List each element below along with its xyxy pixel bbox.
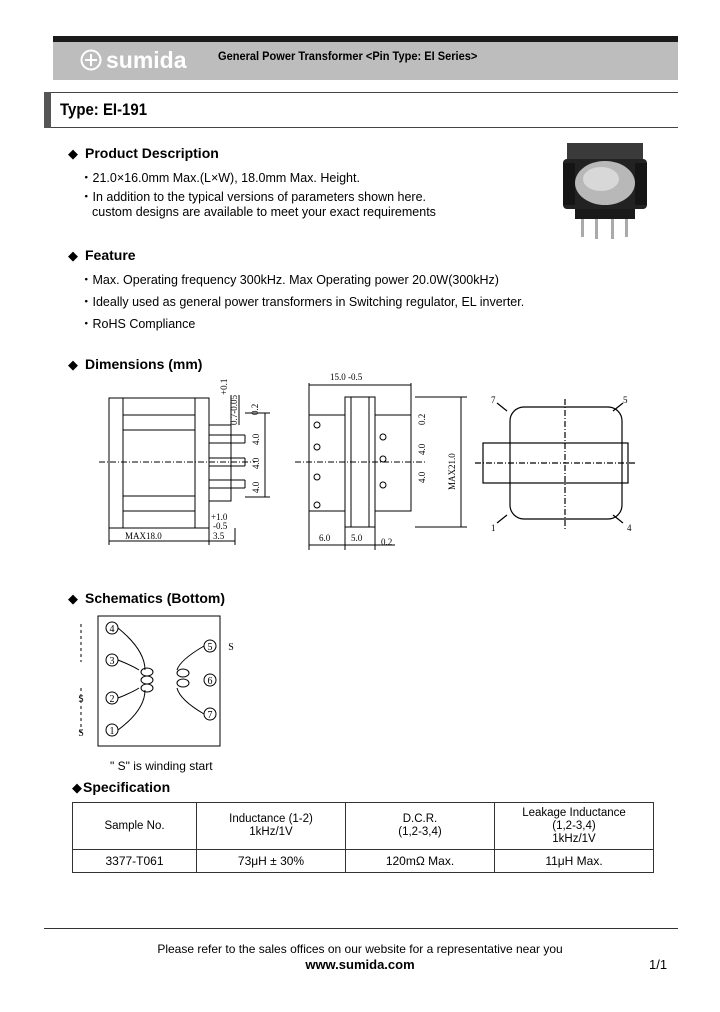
column-header: Inductance (1-2) 1kHz/1V bbox=[196, 802, 346, 850]
type-rule-top bbox=[44, 92, 678, 93]
table-row: 3377-T061 73μH ± 30% 120mΩ Max. 11μH Max… bbox=[72, 849, 654, 873]
table-header-row: Sample No. Inductance (1-2) 1kHz/1V D.C.… bbox=[72, 802, 654, 850]
side-view bbox=[295, 383, 467, 550]
sumida-logo-icon bbox=[80, 49, 102, 71]
schematic-pin-label: 6 bbox=[208, 676, 213, 687]
table-cell: 120mΩ Max. bbox=[345, 849, 495, 873]
header-bar bbox=[53, 36, 678, 80]
type-rule-bottom bbox=[44, 127, 678, 128]
footer-website-link[interactable]: www.sumida.com bbox=[305, 957, 415, 972]
column-header: Leakage Inductance (1,2-3,4) 1kHz/1V bbox=[494, 802, 654, 850]
table-cell: 3377-T061 bbox=[72, 849, 197, 873]
dim-label: 3.5 bbox=[213, 531, 225, 541]
dim-label: 5.0 bbox=[351, 533, 363, 543]
specification-heading-text: Specification bbox=[83, 779, 171, 795]
winding-start-note: " S" is winding start bbox=[110, 759, 213, 773]
column-header: Sample No. bbox=[72, 802, 197, 850]
brand-logo: sumida bbox=[80, 46, 187, 74]
pin-label: 4 bbox=[627, 523, 632, 533]
product-photo bbox=[563, 143, 647, 239]
dim-label: 0.2 bbox=[250, 404, 260, 415]
dim-label: 4.0 bbox=[251, 481, 261, 493]
dim-label: MAX18.0 bbox=[125, 531, 162, 541]
dim-label: 4.0 bbox=[417, 443, 427, 455]
feature-line: ・Max. Operating frequency 300kHz. Max Op… bbox=[80, 273, 499, 287]
dim-label: +1.0 bbox=[211, 512, 228, 522]
dim-label: 6.0 bbox=[319, 533, 331, 543]
column-header: D.C.R. (1,2-3,4) bbox=[345, 802, 495, 850]
product-description-heading-text: Product Description bbox=[85, 145, 219, 161]
feature-line: ・RoHS Compliance bbox=[80, 317, 196, 331]
table-cell: 73μH ± 30% bbox=[196, 849, 346, 873]
schematic-pin-label: 1 bbox=[110, 726, 115, 737]
dim-label: -0.5 bbox=[213, 521, 228, 531]
diamond-bullet-icon: ◆ bbox=[68, 146, 78, 161]
bottom-view bbox=[475, 399, 635, 529]
product-description-heading: ◆ Product Description bbox=[68, 145, 219, 162]
feature-heading-text: Feature bbox=[85, 247, 136, 263]
description-line: ・In addition to the typical versions of … bbox=[80, 190, 427, 204]
diamond-bullet-icon: ◆ bbox=[68, 591, 78, 606]
header-title: General Power Transformer <Pin Type: EI … bbox=[218, 49, 478, 63]
schematic-pin-label: 4 bbox=[110, 624, 115, 635]
dimensions-heading-text: Dimensions (mm) bbox=[85, 356, 203, 372]
diamond-bullet-icon: ◆ bbox=[68, 248, 78, 263]
dim-label: 4.0 bbox=[417, 471, 427, 483]
dimensions-drawing: MAX18.0 3.5 +1.0 -0.5 +0.1 0.7-0.05 0.2 … bbox=[99, 372, 635, 550]
dim-label: 4.0 bbox=[251, 457, 261, 469]
front-view bbox=[99, 395, 270, 545]
type-accent bbox=[44, 92, 51, 128]
dim-label: MAX21.0 bbox=[447, 453, 457, 490]
page-title: Type: EI-191 bbox=[60, 100, 148, 119]
dim-label: 15.0 -0.5 bbox=[330, 372, 363, 382]
schematic-drawing: 4 3 2 1 5 6 7 S S S bbox=[78, 615, 234, 747]
schematics-heading: ◆ Schematics (Bottom) bbox=[68, 590, 225, 607]
brand-name: sumida bbox=[106, 47, 187, 73]
dim-label: 0.7-0.05 bbox=[229, 395, 239, 425]
dim-label: 0.2 bbox=[381, 537, 392, 547]
pin-label: 5 bbox=[623, 395, 628, 405]
schematics-heading-text: Schematics (Bottom) bbox=[85, 590, 226, 606]
schematic-pin-label: 2 bbox=[110, 694, 115, 705]
pin-label: 7 bbox=[491, 395, 496, 405]
pin-label: 1 bbox=[491, 523, 496, 533]
dimensions-heading: ◆ Dimensions (mm) bbox=[68, 356, 202, 373]
specification-heading: ◆Specification bbox=[72, 779, 170, 796]
schematic-pin-label: 7 bbox=[208, 710, 213, 721]
table-cell: 11μH Max. bbox=[494, 849, 654, 873]
dim-label: 0.2 bbox=[417, 414, 427, 425]
schematic-pin-label: 3 bbox=[110, 656, 115, 667]
page-number: 1/1 bbox=[649, 957, 668, 972]
winding-start-label: S bbox=[78, 728, 84, 739]
description-line: ・21.0×16.0mm Max.(L×W), 18.0mm Max. Heig… bbox=[80, 171, 360, 185]
feature-heading: ◆ Feature bbox=[68, 247, 136, 264]
dim-label: 4.0 bbox=[251, 433, 261, 445]
footer-note: Please refer to the sales offices on our… bbox=[157, 942, 563, 956]
feature-line: ・Ideally used as general power transform… bbox=[80, 295, 525, 309]
footer-rule bbox=[44, 928, 678, 929]
winding-start-label: S bbox=[228, 642, 234, 653]
description-line: custom designs are available to meet you… bbox=[92, 205, 436, 219]
schematic-pin-label: 5 bbox=[208, 642, 213, 653]
specification-table: Sample No. Inductance (1-2) 1kHz/1V D.C.… bbox=[72, 802, 654, 873]
diamond-bullet-icon: ◆ bbox=[68, 357, 78, 372]
winding-start-label: S bbox=[78, 694, 84, 705]
diamond-bullet-icon: ◆ bbox=[72, 780, 82, 795]
dim-label: +0.1 bbox=[219, 379, 229, 395]
